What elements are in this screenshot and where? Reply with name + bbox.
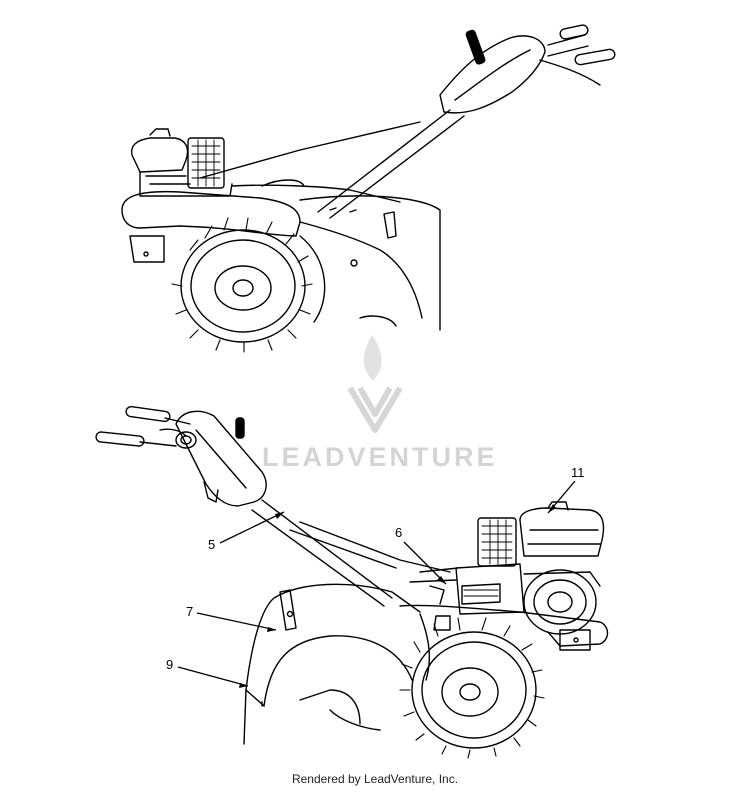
callout-9: 9 bbox=[166, 657, 249, 688]
flame-logo-icon bbox=[347, 335, 403, 433]
tiller-top-view bbox=[121, 24, 616, 353]
callout-6: 6 bbox=[395, 525, 447, 585]
callout-number: 6 bbox=[395, 525, 402, 540]
tiller-bottom-view bbox=[95, 405, 609, 759]
callout-7: 7 bbox=[186, 604, 277, 632]
watermark: LEADVENTURE bbox=[262, 335, 498, 472]
callout-number: 9 bbox=[166, 657, 173, 672]
footer-credit: Rendered by LeadVenture, Inc. bbox=[291, 772, 459, 786]
callout-11: 11 bbox=[547, 465, 585, 514]
callout-number: 7 bbox=[186, 604, 193, 619]
callout-5: 5 bbox=[208, 511, 285, 552]
watermark-text: LEADVENTURE bbox=[262, 442, 498, 472]
callout-number: 11 bbox=[571, 465, 585, 480]
callout-number: 5 bbox=[208, 537, 215, 552]
